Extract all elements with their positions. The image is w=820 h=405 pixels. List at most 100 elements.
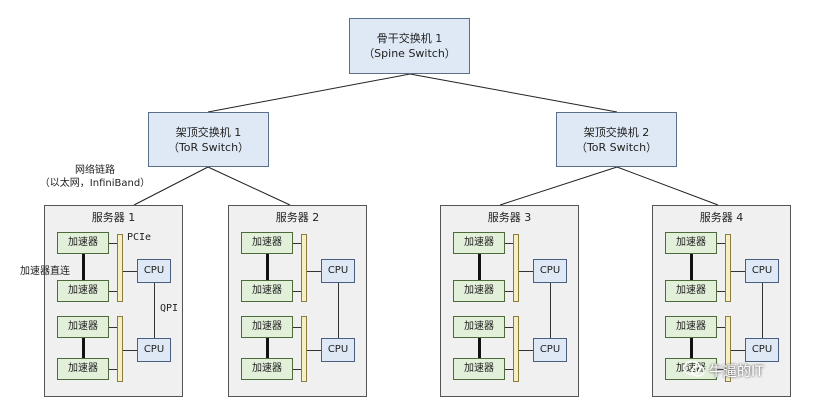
watermark: 牛逼的IT xyxy=(683,360,764,382)
accelerator-direct-link xyxy=(266,338,269,358)
tor-switch-1: 架顶交换机 1 （ToR Switch） xyxy=(148,112,269,167)
qpi-link xyxy=(550,283,551,338)
tor1-server2-link xyxy=(207,166,291,206)
pcie-bus xyxy=(301,234,307,302)
pcie-connector xyxy=(717,327,725,328)
watermark-text: 牛逼的IT xyxy=(709,364,764,380)
cpu: CPU xyxy=(745,338,779,362)
accelerator: 加速器 xyxy=(453,316,505,338)
qpi-label: QPI xyxy=(160,303,179,314)
server-title: 服务器 4 xyxy=(699,211,744,224)
accelerator-direct-link xyxy=(266,254,269,280)
cpu-connector xyxy=(731,350,745,351)
pcie-connector xyxy=(505,291,513,292)
tor-switch-2: 架顶交换机 2 （ToR Switch） xyxy=(556,112,677,167)
pcie-bus xyxy=(513,316,519,382)
server-title: 服务器 1 xyxy=(91,211,136,224)
accelerator: 加速器 xyxy=(57,316,109,338)
accelerator-direct-link xyxy=(478,254,481,280)
accelerator: 加速器 xyxy=(453,280,505,302)
pcie-connector xyxy=(505,243,513,244)
pcie-bus xyxy=(725,316,731,382)
network-link-title: 网络链路 xyxy=(75,165,115,176)
accelerator-direct-link xyxy=(690,254,693,280)
tor2-server3-link xyxy=(499,166,618,206)
accelerator: 加速器 xyxy=(241,358,293,380)
accelerator: 加速器 xyxy=(57,280,109,302)
accelerator: 加速器 xyxy=(57,232,109,254)
accelerator-direct-link xyxy=(82,254,85,280)
accelerator: 加速器 xyxy=(57,358,109,380)
pcie-connector xyxy=(717,369,725,370)
accelerator-direct-link-label: 加速器直连 xyxy=(20,266,70,277)
accelerator: 加速器 xyxy=(665,316,717,338)
cpu: CPU xyxy=(533,259,567,283)
tor-switch-1-name: 架顶交换机 1 xyxy=(175,125,242,139)
cpu: CPU xyxy=(321,338,355,362)
spine-switch-name: 骨干交换机 1 xyxy=(376,32,443,45)
spine-tor1-link xyxy=(207,73,411,113)
accelerator: 加速器 xyxy=(241,316,293,338)
qpi-link xyxy=(762,283,763,338)
cpu-connector xyxy=(123,271,137,272)
cpu-connector xyxy=(123,350,137,351)
spine-tor2-link xyxy=(409,73,618,113)
spine-switch-subtitle: （Spine Switch） xyxy=(363,47,456,60)
pcie-connector xyxy=(293,243,301,244)
pcie-connector xyxy=(505,369,513,370)
pcie-label: PCIe xyxy=(127,232,152,243)
server-title: 服务器 2 xyxy=(275,211,320,224)
tor-switch-1-subtitle: （ToR Switch） xyxy=(167,140,250,154)
accelerator-direct-link xyxy=(690,338,693,358)
accelerator: 加速器 xyxy=(241,232,293,254)
cpu-connector xyxy=(307,350,321,351)
pcie-bus xyxy=(117,234,123,302)
pcie-connector xyxy=(293,369,301,370)
qpi-link xyxy=(338,283,339,338)
network-link-label: 网络链路 （以太网，InfiniBand） xyxy=(30,164,160,190)
pcie-connector xyxy=(293,327,301,328)
tor-switch-2-subtitle: （ToR Switch） xyxy=(575,140,658,154)
cpu-connector xyxy=(731,271,745,272)
cpu-connector xyxy=(519,271,533,272)
tor2-server4-link xyxy=(616,166,719,206)
cpu: CPU xyxy=(745,259,779,283)
pcie-bus xyxy=(301,316,307,382)
cpu-connector xyxy=(307,271,321,272)
qpi-link xyxy=(154,283,155,338)
pcie-connector xyxy=(109,243,117,244)
wechat-icon xyxy=(683,360,705,382)
pcie-bus xyxy=(725,234,731,302)
tor-switch-2-name: 架顶交换机 2 xyxy=(583,125,650,139)
network-link-protocols: （以太网，InfiniBand） xyxy=(39,178,151,189)
pcie-connector xyxy=(717,291,725,292)
accelerator-direct-link xyxy=(82,338,85,358)
cpu: CPU xyxy=(321,259,355,283)
accelerator: 加速器 xyxy=(665,232,717,254)
server-title: 服务器 3 xyxy=(487,211,532,224)
pcie-connector xyxy=(109,369,117,370)
spine-switch: 骨干交换机 1 （Spine Switch） xyxy=(349,18,470,74)
accelerator: 加速器 xyxy=(453,358,505,380)
pcie-bus xyxy=(117,316,123,382)
pcie-connector xyxy=(109,291,117,292)
cpu: CPU xyxy=(533,338,567,362)
pcie-bus xyxy=(513,234,519,302)
accelerator: 加速器 xyxy=(665,280,717,302)
cpu-connector xyxy=(519,350,533,351)
pcie-connector xyxy=(109,327,117,328)
accelerator: 加速器 xyxy=(665,358,717,380)
cpu: CPU xyxy=(137,338,171,362)
pcie-connector xyxy=(293,291,301,292)
cpu: CPU xyxy=(137,259,171,283)
pcie-connector xyxy=(717,243,725,244)
accelerator: 加速器 xyxy=(453,232,505,254)
accelerator: 加速器 xyxy=(241,280,293,302)
accelerator-direct-link xyxy=(478,338,481,358)
